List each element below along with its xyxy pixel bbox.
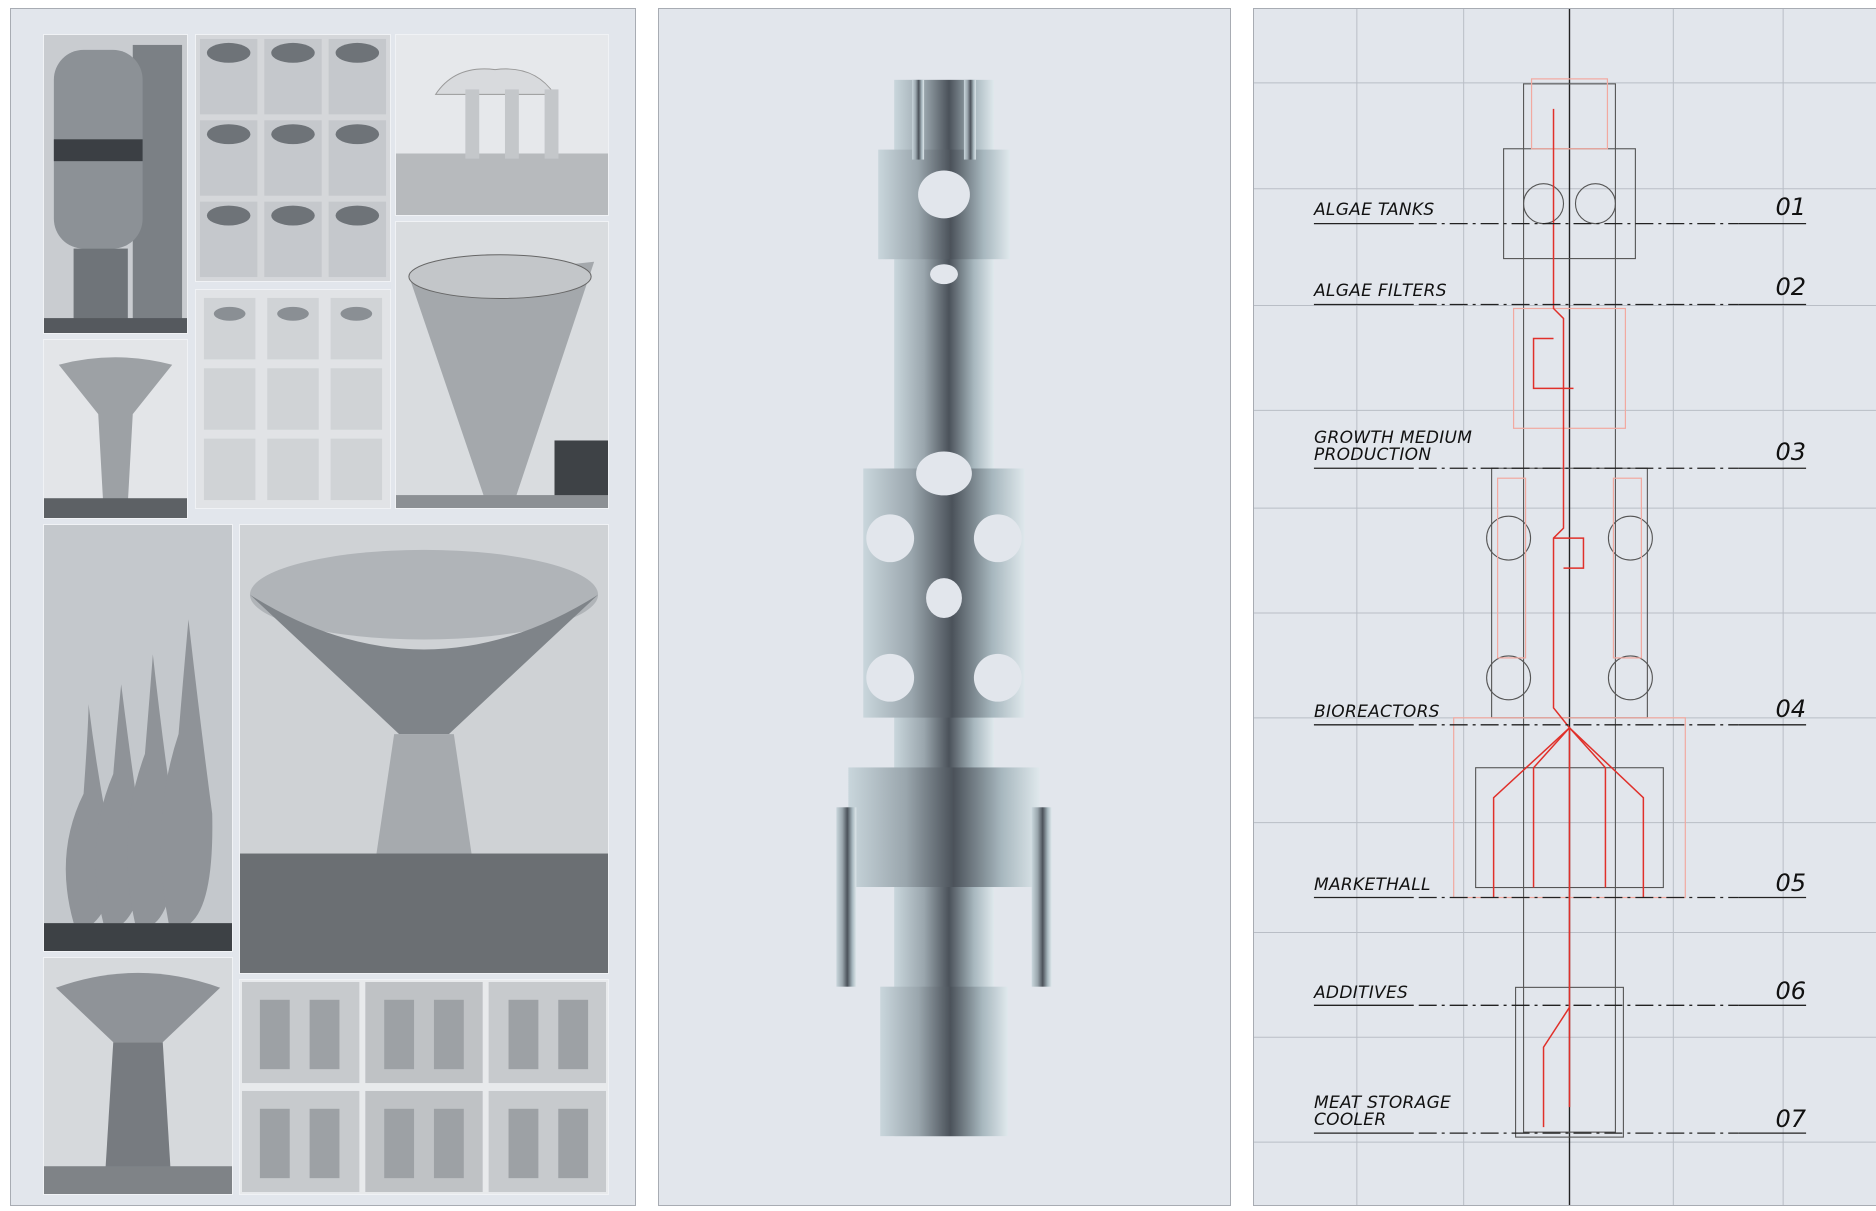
- level-label-additives: ADDITIVES: [1314, 983, 1409, 1003]
- level-number-04: 04: [1775, 695, 1806, 723]
- photo-grid-twin-towers-6: [239, 979, 609, 1195]
- photo-grid-water-towers-9b: [195, 289, 391, 509]
- level-number-05: 05: [1775, 869, 1806, 897]
- photo-grid-water-towers-9: [195, 34, 391, 282]
- photo-tall-cylindrical-tower: [43, 34, 188, 334]
- photo-funnel-tower: [239, 524, 609, 974]
- tower-render-panel: [658, 8, 1231, 1206]
- level-label-meat-storage-cooler: MEAT STORAGE COOLER: [1314, 1093, 1452, 1130]
- section-line-drawing: [1254, 9, 1876, 1205]
- metallic-tower-render: [836, 79, 1052, 1137]
- level-label-growth-medium-production: GROWTH MEDIUM PRODUCTION: [1314, 428, 1473, 465]
- program-section-diagram-panel: ALGAE TANKS 01 ALGAE FILTERS 02 GROWTH M…: [1253, 8, 1876, 1206]
- photo-conical-tower: [395, 221, 609, 509]
- level-label-markethall: MARKETHALL: [1314, 875, 1431, 895]
- level-number-06: 06: [1775, 977, 1806, 1005]
- photo-tapered-tower: [43, 339, 188, 519]
- level-number-01: 01: [1775, 193, 1806, 221]
- level-number-02: 02: [1775, 273, 1806, 301]
- level-number-03: 03: [1775, 438, 1806, 466]
- level-label-bioreactors: BIOREACTORS: [1314, 702, 1440, 722]
- level-label-algae-tanks: ALGAE TANKS: [1314, 200, 1435, 220]
- water-tower-collage-panel: [10, 8, 636, 1206]
- photo-chalice-tower: [43, 957, 233, 1195]
- level-number-07: 07: [1775, 1105, 1806, 1133]
- photo-mushroom-towers: [395, 34, 609, 216]
- level-label-algae-filters: ALGAE FILTERS: [1314, 281, 1447, 301]
- photo-teardrop-tanks: [43, 524, 233, 952]
